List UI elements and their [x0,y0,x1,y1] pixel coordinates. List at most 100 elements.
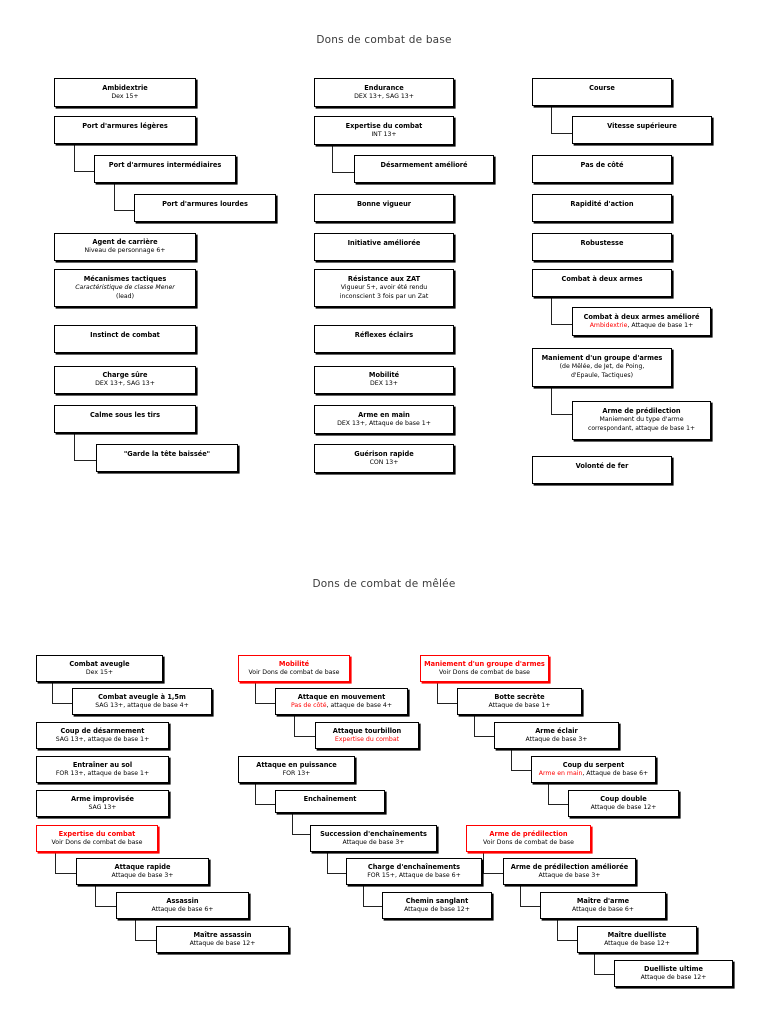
node-coup-double[interactable]: Coup double Attaque de base 12+ [568,790,679,817]
node-req-2: d'Epaule, Tactiques) [570,372,634,379]
node-attaque-en-puissance[interactable]: Attaque en puissance FOR 13+ [238,756,355,783]
node-charge-sure[interactable]: Charge sûre DEX 13+, SAG 13+ [54,366,196,394]
node-maitre-assassin[interactable]: Maître assassin Attaque de base 12+ [156,926,289,953]
node-expertise-du-combat[interactable]: Expertise du combat INT 13+ [314,116,454,145]
node-req: Arme en main, Attaque de base 6+ [539,770,649,779]
node-title: Attaque en puissance [256,760,337,769]
node-port-armures-legeres[interactable]: Port d'armures légères [54,116,196,144]
node-req: FOR 15+, Attaque de base 6+ [367,871,461,879]
node-mecanismes-tactiques[interactable]: Mécanismes tactiques Caractéristique de … [54,269,196,307]
connector-vertical [551,297,553,325]
node-maitre-duelliste[interactable]: Maître duelliste Attaque de base 12+ [577,926,697,953]
connector-horizontal [294,736,317,738]
node-vitesse-superieure[interactable]: Vitesse supérieure [572,116,712,144]
node-coup-du-serpent[interactable]: Coup du serpent Arme en main, Attaque de… [531,756,656,783]
node-instinct-de-combat[interactable]: Instinct de combat [54,325,196,353]
node-req: SAG 13+, attaque de base 1+ [55,735,150,743]
node-port-armures-lourdes[interactable]: Port d'armures lourdes [134,194,276,222]
node-rapidite-daction[interactable]: Rapidité d'action [532,194,672,222]
connector-horizontal [483,873,505,875]
node-course[interactable]: Course [532,78,672,106]
node-title: Arme de prédilection [602,407,681,416]
node-title: Botte secrète [494,692,545,701]
node-pas-de-cote[interactable]: Pas de côté [532,155,672,183]
node-bonne-vigueur[interactable]: Bonne vigueur [314,194,454,222]
node-charge-denchainements[interactable]: Charge d'enchaînements FOR 15+, Attaque … [346,858,482,885]
node-entrainer-au-sol[interactable]: Entraîner au sol FOR 13+, attaque de bas… [36,756,169,783]
node-attaque-en-mouvement[interactable]: Attaque en mouvement Pas de côté, attaqu… [275,688,408,715]
node-combat-a-deux-armes[interactable]: Combat à deux armes [532,269,672,297]
node-req: DEX 13+, SAG 13+ [354,92,414,100]
node-title: "Garde la tête baissée" [123,450,211,458]
node-arme-eclair[interactable]: Arme éclair Attaque de base 3+ [494,722,619,749]
node-title: Charge sûre [102,371,148,380]
node-req: Attaque de base 3+ [525,735,588,743]
node-req: Caractéristique de classe Mener [75,283,175,291]
node-arme-improvisee[interactable]: Arme improvisée SAG 13+ [36,790,169,817]
connector-horizontal [74,460,98,462]
node-req: Attaque de base 6+ [151,905,214,913]
node-title: Rapidité d'action [570,200,634,208]
node-reflexes-eclairs[interactable]: Réflexes éclairs [314,325,454,353]
node-duelliste-ultime[interactable]: Duelliste ultime Attaque de base 12+ [614,960,733,987]
node-req: DEX 13+ [370,380,398,388]
node-succession-denchainements[interactable]: Succession d'enchaînements Attaque de ba… [310,825,437,852]
connector-vertical [255,783,257,805]
node-title: Arme de prédilection [489,829,568,838]
node-title: Combat aveugle [69,659,130,668]
connector-vertical [520,885,522,907]
node-endurance[interactable]: Endurance DEX 13+, SAG 13+ [314,78,454,107]
node-req-2: inconscient 3 fois par un Zat [339,292,429,300]
node-combat-aveugle[interactable]: Combat aveugle Dex 15+ [36,655,163,682]
node-assassin[interactable]: Assassin Attaque de base 6+ [116,892,249,919]
node-req: (de Mêlée, de Jet, de Poing, [559,363,645,371]
node-coup-de-desarmement[interactable]: Coup de désarmement SAG 13+, attaque de … [36,722,169,749]
node-arme-en-main[interactable]: Arme en main DEX 13+, Attaque de base 1+ [314,405,454,434]
node-guerison-rapide[interactable]: Guérison rapide CON 13+ [314,444,454,473]
node-ambidextrie[interactable]: Ambidextrie Dex 15+ [54,78,196,107]
node-calme-sous-les-tirs[interactable]: Calme sous les tirs [54,405,196,433]
node-botte-secrete[interactable]: Botte secrète Attaque de base 1+ [457,688,582,715]
node-maniement-groupe-armes-ref[interactable]: Maniement d'un groupe d'armes Voir Dons … [420,655,549,682]
node-initiative-amelioree[interactable]: Initiative améliorée [314,233,454,261]
node-req-2: correspondant, attaque de base 1+ [588,425,695,432]
node-maniement-groupe-armes[interactable]: Maniement d'un groupe d'armes (de Mêlée,… [532,348,672,387]
node-agent-de-carriere[interactable]: Agent de carrière Niveau de personnage 6… [54,233,196,261]
node-attaque-tourbillon[interactable]: Attaque tourbillon Expertise du combat [315,722,419,749]
node-maitre-darme[interactable]: Maître d'arme Attaque de base 6+ [540,892,666,919]
node-title: Entraîner au sol [72,760,133,769]
connector-horizontal [437,703,459,705]
node-title: Pas de côté [580,161,624,169]
node-combat-a-deux-armes-ameliore[interactable]: Combat à deux armes amélioré Ambidextrie… [572,307,711,336]
connector-horizontal [292,834,312,836]
node-title: Charge d'enchaînements [367,862,461,871]
node-title: Résistance aux ZAT [347,274,421,283]
node-req: DEX 13+, Attaque de base 1+ [337,419,431,427]
node-arme-de-predilection-amelioree[interactable]: Arme de prédilection améliorée Attaque d… [503,858,636,885]
node-volonte-de-fer[interactable]: Volonté de fer [532,456,672,484]
node-req: SAG 13+, attaque de base 4+ [95,701,189,709]
node-resistance-aux-zat[interactable]: Résistance aux ZAT Vigueur 5+, avoir été… [314,269,454,307]
node-req-rest: , attaque de base 4+ [326,701,393,709]
node-port-armures-intermediaires[interactable]: Port d'armures intermédiaires [94,155,236,183]
node-garde-la-tete-baissee[interactable]: "Garde la tête baissée" [96,444,238,472]
connector-vertical [594,953,596,975]
node-enchainement[interactable]: Enchaînement [275,790,385,813]
node-mobilite[interactable]: Mobilité DEX 13+ [314,366,454,394]
node-mobilite-ref[interactable]: Mobilité Voir Dons de combat de base [238,655,350,682]
node-req: INT 13+ [371,130,397,138]
node-arme-de-predilection[interactable]: Arme de prédilection Maniement du type d… [572,401,711,440]
node-robustesse[interactable]: Robustesse [532,233,672,261]
node-combat-aveugle-15m[interactable]: Combat aveugle à 1,5m SAG 13+, attaque d… [72,688,212,715]
node-attaque-rapide[interactable]: Attaque rapide Attaque de base 3+ [76,858,209,885]
node-req: SAG 13+ [88,803,117,811]
connector-horizontal [74,171,96,173]
node-title: Calme sous les tirs [89,411,161,419]
connector-vertical [548,783,550,805]
node-expertise-du-combat-ref[interactable]: Expertise du combat Voir Dons de combat … [36,825,158,852]
node-req: Attaque de base 3+ [111,871,174,879]
node-arme-de-predilection-ref[interactable]: Arme de prédilection Voir Dons de combat… [466,825,591,852]
connector-vertical [557,919,559,941]
node-chemin-sanglant[interactable]: Chemin sanglant Attaque de base 12+ [382,892,492,919]
node-desarmement-ameliore[interactable]: Désarmement amélioré [354,155,494,183]
